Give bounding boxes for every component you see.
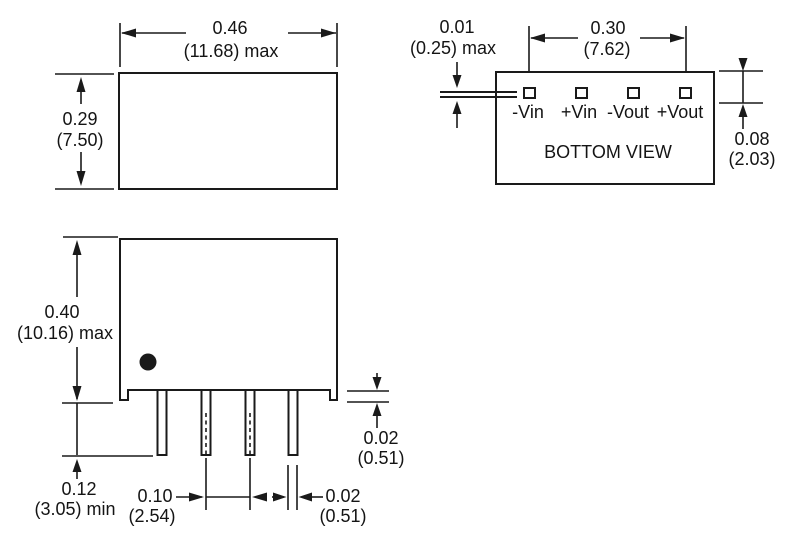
bottom-view-edge-dimension	[719, 58, 763, 129]
edge-to-pin-inches: 0.08	[734, 129, 770, 149]
side-view-width-inches: 0.46	[212, 18, 248, 38]
side-view-height-mm: (7.50)	[56, 130, 104, 150]
lead-length-inches: 0.12	[61, 479, 97, 499]
pin1-indicator-dot	[139, 353, 157, 371]
bottom-view-caption: BOTTOM VIEW	[544, 142, 672, 162]
standoff-inches: 0.02	[363, 428, 399, 448]
pin-1	[156, 389, 168, 456]
pin-label-pos-vout: +Vout	[656, 102, 704, 122]
side-view-width-mm: (11.68) max	[183, 41, 279, 61]
pin-span-inches: 0.30	[590, 18, 626, 38]
body-height-inches: 0.40	[44, 302, 80, 322]
front-view-standoff-dimension	[347, 373, 389, 428]
pin-pad-2	[575, 87, 588, 99]
standoff-mm: (0.51)	[357, 448, 405, 468]
front-view-lead-length-dimension	[62, 403, 153, 479]
front-view-pitch-dimension	[176, 458, 267, 510]
bottom-view-outline	[495, 71, 715, 185]
front-view-height-dimension	[62, 236, 118, 404]
pin-pad-3	[627, 87, 640, 99]
lead-width-inches: 0.02	[325, 486, 361, 506]
front-view-pins	[156, 389, 299, 456]
pin-4	[287, 389, 299, 456]
side-view-outline	[118, 72, 338, 190]
side-view-height-inches: 0.29	[62, 109, 98, 129]
pin-pad-4	[679, 87, 692, 99]
side-view-width-dimension	[119, 23, 338, 67]
front-view-lead-width-dimension	[272, 465, 323, 510]
lead-width-mm: (0.51)	[319, 506, 367, 526]
pin-pad-1	[523, 87, 536, 99]
lead-pitch-inches: 0.10	[137, 486, 173, 506]
pin-span-mm: (7.62)	[583, 39, 631, 59]
pin-label-neg-vout: -Vout	[606, 102, 650, 122]
lead-thickness-inches: 0.01	[439, 17, 475, 37]
bottom-view-lead-thickness-dimension	[440, 62, 517, 128]
lead-thickness-mm: (0.25) max	[409, 38, 497, 58]
side-view-height-dimension	[55, 73, 114, 190]
lead-pitch-mm: (2.54)	[128, 506, 176, 526]
front-view-pin-centerlines	[205, 413, 251, 455]
edge-to-pin-mm: (2.03)	[728, 149, 776, 169]
pin-label-pos-vin: +Vin	[560, 102, 598, 122]
pin-label-neg-vin: -Vin	[512, 102, 544, 122]
lead-length-mm: (3.05) min	[34, 499, 116, 519]
body-height-mm: (10.16) max	[16, 323, 114, 343]
front-view-outline	[119, 238, 338, 401]
